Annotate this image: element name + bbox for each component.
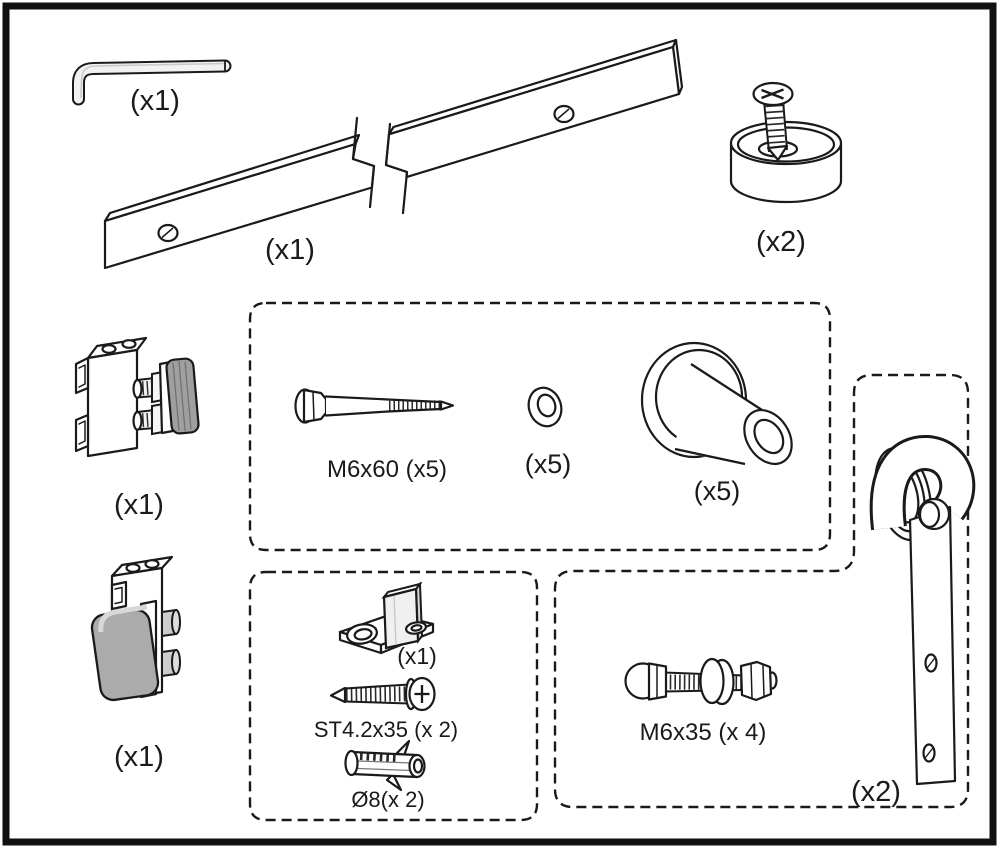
phillips-cross-icon bbox=[414, 685, 430, 703]
rubber-pad bbox=[90, 604, 160, 702]
anchor-label: Ø8(x 2) bbox=[351, 787, 424, 812]
rail-hole-right bbox=[553, 104, 575, 124]
screws-group-box bbox=[248, 301, 832, 552]
pan-screw-figure bbox=[329, 676, 436, 712]
strap-hole-1 bbox=[924, 653, 938, 673]
hanger-qty-label: (x2) bbox=[851, 776, 901, 808]
hex-key-qty-label: (x1) bbox=[130, 85, 180, 117]
lag-screw-label: M6x60 (x5) bbox=[327, 456, 447, 483]
hanger-group-box bbox=[553, 373, 970, 809]
hex-bolt-label: M6x35 (x 4) bbox=[640, 719, 767, 746]
wall-anchor-figure bbox=[344, 739, 426, 792]
door-stop-figure bbox=[729, 81, 843, 204]
spacer-qty-label: (x5) bbox=[694, 476, 741, 506]
bracket-bottom-qty-label: (x1) bbox=[114, 741, 164, 773]
hex-key-figure bbox=[72, 59, 232, 106]
hanger-bolt-head bbox=[917, 497, 951, 531]
rail-hole-left bbox=[157, 223, 179, 243]
rail-qty-label: (x1) bbox=[265, 234, 315, 266]
bracket-top-qty-label: (x1) bbox=[114, 489, 164, 521]
pan-screw-label: ST4.2x35 (x 2) bbox=[314, 717, 458, 742]
stop-screw bbox=[752, 81, 794, 162]
hanger-strap-figure bbox=[869, 435, 976, 786]
spacer-figure bbox=[640, 341, 793, 466]
phillips-cross-icon bbox=[761, 88, 784, 100]
damper-stud-4 bbox=[161, 648, 181, 678]
door-stop-qty-label: (x2) bbox=[756, 226, 806, 258]
hex-bolt-figure bbox=[624, 657, 778, 706]
rail-figure bbox=[103, 38, 684, 270]
washer-figure bbox=[527, 386, 563, 428]
guide-hole-left bbox=[346, 623, 378, 645]
damper-stud-2 bbox=[132, 402, 164, 436]
guide-hole-right bbox=[405, 621, 427, 635]
guide-blade bbox=[381, 581, 424, 650]
floor-guide-figure bbox=[338, 581, 435, 655]
strap-hole-2 bbox=[922, 743, 936, 763]
rubber-block bbox=[165, 357, 200, 435]
floor-guide-qty-label: (x1) bbox=[397, 643, 437, 669]
washer-qty-label: (x5) bbox=[525, 449, 572, 479]
damper-stud-3 bbox=[161, 608, 181, 638]
floor-guide-group-box bbox=[248, 570, 539, 822]
lag-screw-figure bbox=[294, 388, 455, 424]
damper-bracket-bottom-figure bbox=[90, 555, 181, 702]
damper-bracket-top-figure bbox=[74, 336, 200, 458]
